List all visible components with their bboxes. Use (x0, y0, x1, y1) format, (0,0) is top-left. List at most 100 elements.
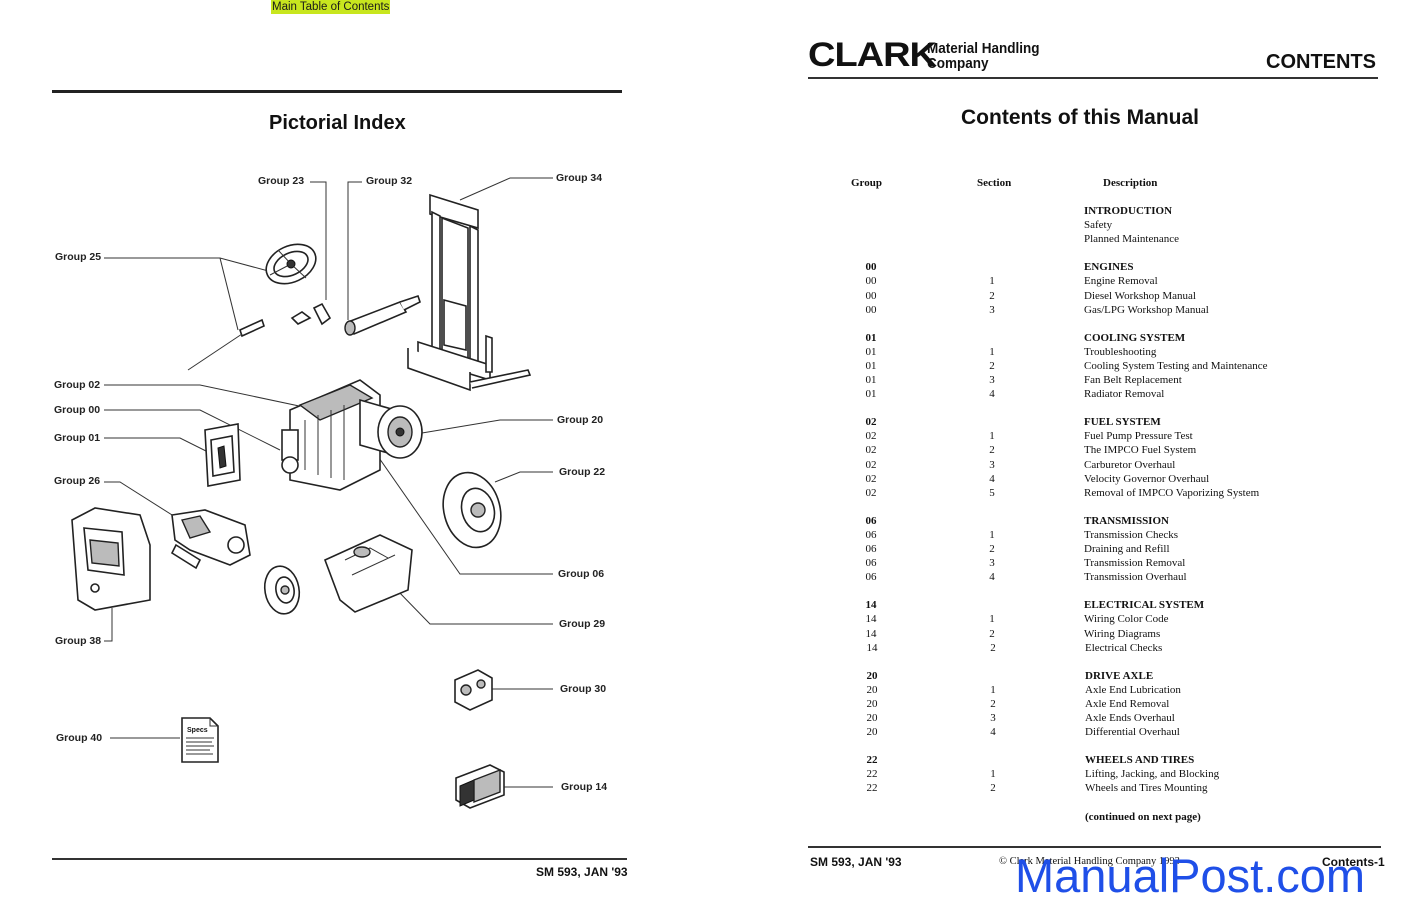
contents-section-cell: 1 (989, 345, 995, 358)
engine-drawing (281, 379, 381, 491)
contents-group-cell: 02 (865, 416, 877, 429)
contents-group-cell: 00 (865, 289, 877, 302)
contents-group-cell: 22 (866, 768, 878, 781)
contents-group-cell: 01 (865, 388, 877, 401)
contents-row: 02 5 Removal of IMPCO Vaporizing System (851, 486, 1321, 500)
contents-description-cell: Transmission Checks (1084, 528, 1179, 541)
contents-section-cell: 4 (989, 472, 995, 485)
pictorial-index-illustration (71, 177, 553, 809)
contents-section-cell: 1 (990, 683, 996, 696)
contents-description-cell: Transmission Overhaul (1084, 571, 1187, 584)
label-group-20: Group 20 (557, 414, 604, 426)
contents-description-cell: Axle Ends Overhaul (1085, 712, 1175, 724)
contents-group-cell: 14 (865, 599, 877, 612)
right-footer-page-number: Contents-1 (1322, 855, 1385, 869)
contents-description-cell: Engine Removal (1084, 275, 1158, 288)
contents-description-cell: ELECTRICAL SYSTEM (1084, 599, 1205, 612)
contents-section-cell: 1 (989, 430, 995, 443)
radiator-drawing (204, 423, 241, 487)
contents-section-cell: 4 (989, 571, 995, 584)
contents-description-cell: Wiring Diagrams (1084, 627, 1161, 640)
right-footer-left: SM 593, JAN '93 (810, 855, 902, 869)
contents-row: 01 1 Troubleshooting (851, 345, 1321, 359)
control-module-drawing (455, 764, 505, 809)
contents-description-cell: Gas/LPG Workshop Manual (1084, 303, 1209, 316)
bracket-drawing (290, 302, 332, 326)
column-header-group: Group (851, 177, 882, 189)
contents-description-cell: FUEL SYSTEM (1084, 416, 1161, 429)
company-name: Material Handling Company (927, 41, 1040, 71)
left-bottom-rule (52, 858, 627, 860)
manualpost-watermark: ManualPost.com (1015, 849, 1366, 902)
label-group-14: Group 14 (561, 781, 608, 793)
contents-description-cell: Velocity Governor Overhaul (1084, 472, 1210, 485)
contents-description-cell: Carburetor Overhaul (1084, 458, 1176, 471)
column-header-section: Section (977, 177, 1012, 189)
label-group-06: Group 06 (558, 568, 605, 580)
contents-description-cell: Troubleshooting (1084, 345, 1157, 358)
frame-drawing (323, 534, 413, 613)
contents-section-cell: 2 (989, 359, 995, 372)
contents-section-cell: 1 (989, 275, 995, 288)
contents-group-cell: 02 (865, 472, 877, 485)
transmission-control-drawing (170, 509, 251, 570)
main-table-of-contents-link[interactable]: Main Table of Contents (271, 0, 391, 14)
contents-section-cell: 2 (990, 697, 996, 710)
contents-section-cell: 3 (989, 458, 995, 471)
contents-description-cell: Lifting, Jacking, and Blocking (1085, 768, 1220, 781)
steering-wheel-drawing (187, 243, 317, 371)
contents-group-cell: 01 (865, 374, 877, 386)
contents-description-cell: Axle End Removal (1085, 697, 1170, 710)
contents-section-heading: INTRODUCTION (851, 204, 1321, 218)
contents-group-cell: 02 (865, 444, 877, 457)
contents-section-cell: 5 (989, 486, 995, 499)
specs-document-drawing (181, 717, 219, 763)
label-group-30: Group 30 (560, 683, 607, 695)
contents-group-cell: 06 (865, 557, 877, 570)
contents-group-cell: 01 (865, 345, 877, 358)
contents-group-cell: 20 (866, 683, 878, 696)
contents-section-cell: 4 (990, 726, 996, 739)
tire-drawing-small (263, 565, 301, 615)
contents-section-cell: 2 (990, 782, 996, 795)
label-group-38: Group 38 (55, 635, 102, 647)
contents-section-cell: 2 (989, 444, 995, 457)
contents-group-cell: 20 (866, 726, 878, 739)
contents-description-cell: Electrical Checks (1085, 641, 1163, 654)
company-line-2: Company (927, 55, 989, 72)
contents-section-cell: 3 (989, 303, 995, 316)
counterweight-drawing (71, 507, 151, 611)
contents-group-cell: 01 (865, 331, 877, 344)
contents-group-cell: 14 (865, 613, 877, 626)
contents-description-cell: WHEELS AND TIRES (1085, 754, 1195, 767)
contents-description-cell: TRANSMISSION (1084, 514, 1169, 527)
contents-description-cell: Removal of IMPCO Vaporizing System (1084, 486, 1260, 499)
label-group-02: Group 02 (54, 379, 101, 391)
manual-contents-title: Contents of this Manual (961, 106, 1199, 129)
contents-description-cell: DRIVE AXLE (1085, 669, 1154, 682)
clark-logo: CLARK (808, 36, 937, 74)
contents-description-cell: Cooling System Testing and Maintenance (1084, 359, 1268, 372)
contents-group-cell: 20 (866, 669, 878, 682)
contents-description-cell: Wiring Color Code (1084, 613, 1169, 626)
mast-drawing (407, 193, 532, 392)
contents-group-cell: 02 (865, 486, 877, 499)
contents-description-cell: Differential Overhaul (1085, 726, 1180, 739)
label-group-01: Group 01 (54, 432, 101, 444)
contents-description-cell: Fuel Pump Pressure Test (1084, 430, 1193, 443)
company-line-1: Material Handling (927, 40, 1040, 57)
contents-row: 20 4 Differential Overhaul (852, 725, 1322, 739)
